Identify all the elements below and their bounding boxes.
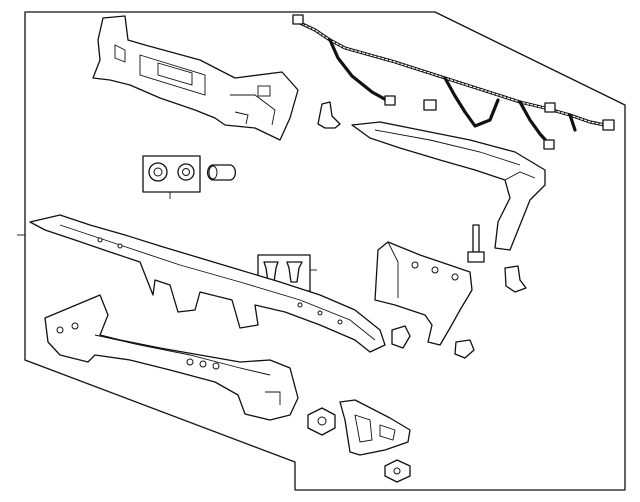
nut bbox=[307, 407, 336, 436]
clip-upper bbox=[317, 101, 341, 129]
side-bracket bbox=[374, 241, 473, 346]
trim-panel bbox=[92, 15, 299, 141]
impact-bar bbox=[44, 294, 299, 421]
mount-bracket bbox=[339, 399, 411, 456]
bolt bbox=[467, 224, 485, 263]
retainer-clip bbox=[384, 459, 411, 483]
retainer-clip-lower bbox=[454, 339, 475, 359]
bracket-top bbox=[351, 121, 546, 251]
bumper-bar bbox=[29, 214, 386, 353]
bushing-kit bbox=[142, 155, 236, 199]
clip-right bbox=[504, 265, 527, 293]
retainer-clip-mid bbox=[391, 325, 411, 349]
assembly-frame bbox=[24, 11, 626, 491]
wiring-harness bbox=[292, 14, 615, 150]
